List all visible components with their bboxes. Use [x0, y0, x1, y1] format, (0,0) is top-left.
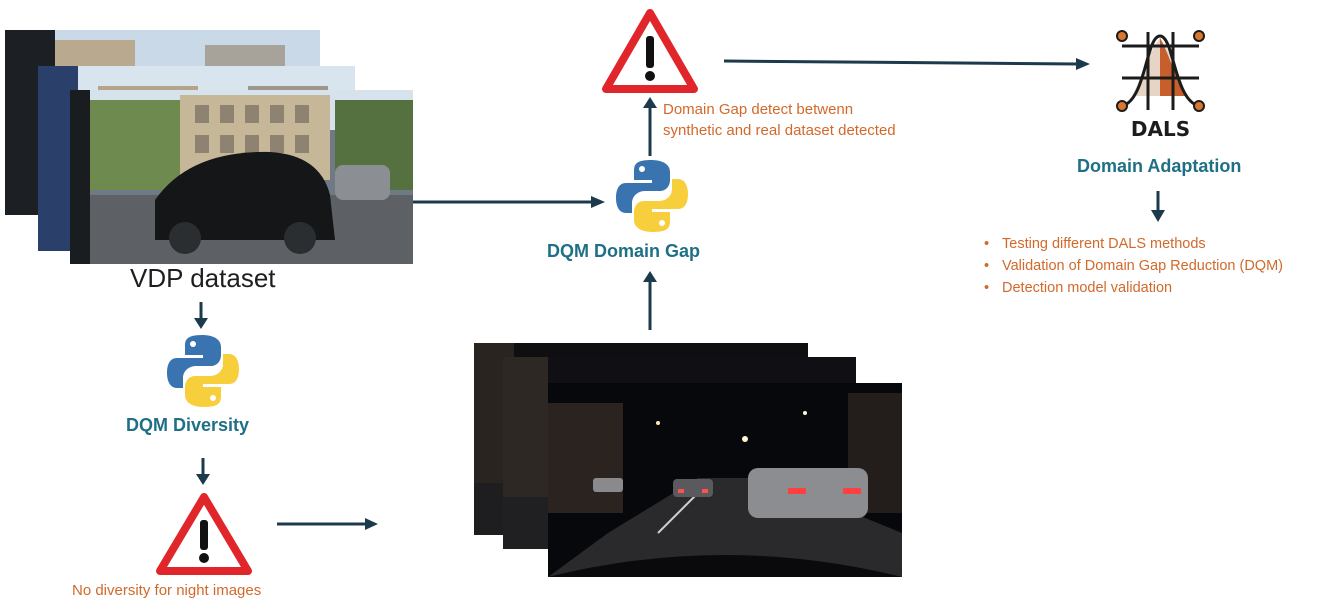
python-logo-icon	[614, 158, 690, 234]
list-item: Testing different DALS methods	[980, 233, 1335, 255]
list-item: Validation of Domain Gap Reduction (DQM)	[980, 255, 1335, 277]
arrow-diversity-to-warning	[196, 458, 210, 485]
arrow-domain-gap-to-warning	[643, 97, 657, 156]
arrow-warning-to-night	[277, 518, 378, 530]
arrow-vdp-to-domain-gap	[413, 196, 605, 208]
vdp-dataset-label: VDP dataset	[130, 263, 276, 293]
no-diversity-warning-text: No diversity for night images	[72, 582, 262, 599]
python-logo-icon	[165, 333, 241, 409]
warning-triangle-icon	[155, 492, 253, 576]
domain-gap-warning-line-2: synthetic and real dataset detected	[663, 122, 896, 139]
vdp-image-front	[70, 90, 413, 264]
night-image-front	[548, 383, 902, 577]
arrow-warning-to-dals	[724, 58, 1090, 70]
arrow-night-to-domain-gap	[643, 271, 657, 330]
dqm-diversity-label: DQM Diversity	[126, 415, 250, 435]
arrow-dals-to-bullets	[1151, 191, 1165, 222]
arrow-vdp-to-diversity	[194, 302, 208, 329]
warning-triangle-icon	[601, 8, 699, 94]
list-item: Detection model validation	[980, 277, 1335, 299]
domain-adaptation-label: Domain Adaptation	[1077, 156, 1242, 176]
dqm-domain-gap-label: DQM Domain Gap	[547, 241, 701, 261]
dals-bullet-list: Testing different DALS methods Validatio…	[980, 233, 1335, 299]
dals-logo-text: DALS	[1131, 117, 1190, 141]
domain-gap-warning-line-1: Domain Gap detect betwenn	[663, 101, 854, 118]
dals-logo-icon: DALS	[1112, 26, 1209, 147]
